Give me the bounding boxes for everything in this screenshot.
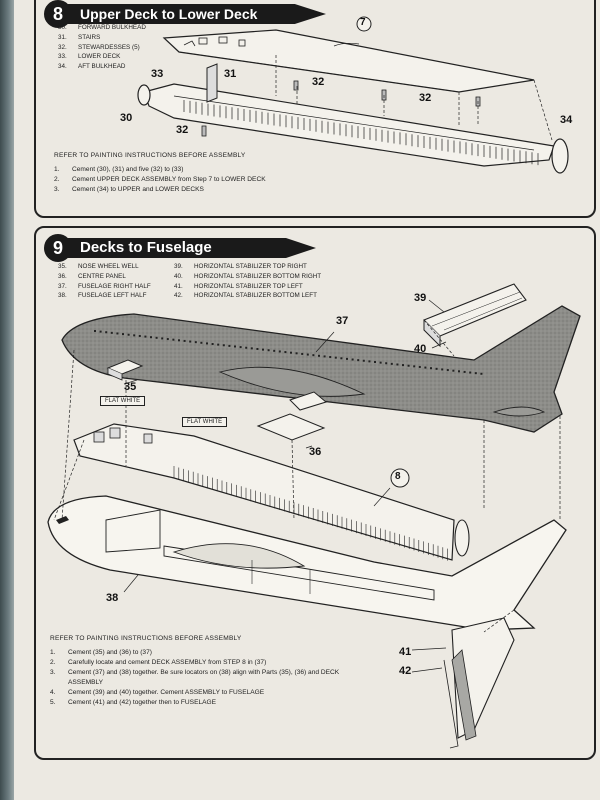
step-9-parts-list-right: 39.HORIZONTAL STABILIZER TOP RIGHT 40.HO… bbox=[174, 262, 321, 301]
part-row: 35.NOSE WHEEL WELL bbox=[58, 263, 139, 270]
step-9-illustration bbox=[47, 283, 581, 749]
step-9-frame bbox=[34, 226, 596, 760]
instruction-item: 2.Cement UPPER DECK ASSEMBLY from Step 7… bbox=[54, 176, 266, 183]
callout-32: 32 bbox=[312, 76, 325, 88]
part-row: 40.HORIZONTAL STABILIZER BOTTOM RIGHT bbox=[174, 272, 322, 280]
instruction-sheet: 8 Upper Deck to Lower Deck 30.FORWARD BU… bbox=[14, 0, 600, 800]
part-row: 37.FUSELAGE RIGHT HALF bbox=[58, 282, 151, 290]
part-row: 32.STEWARDESSES (5) bbox=[58, 43, 140, 51]
instruction-item: 3.Cement (37) and (38) together. Be sure… bbox=[50, 669, 340, 686]
callout-32: 32 bbox=[176, 124, 189, 136]
step-8-parts-list: 30.FORWARD BULKHEAD 31.STAIRS 32.STEWARD… bbox=[58, 23, 146, 72]
instruction-item: 1.Cement (35) and (36) to (37) bbox=[50, 649, 152, 656]
step-9-title: Decks to Fuselage Assembly bbox=[66, 238, 316, 258]
callout-31: 31 bbox=[224, 68, 237, 80]
step-9-number: 9 bbox=[44, 234, 72, 262]
callout-30: 30 bbox=[120, 112, 133, 124]
step-9-header: 9 Decks to Fuselage Assembly bbox=[44, 234, 316, 262]
step-8-number: 8 bbox=[44, 0, 72, 28]
callout-33: 33 bbox=[151, 68, 164, 80]
part-row: 42.HORIZONTAL STABILIZER BOTTOM LEFT bbox=[174, 292, 317, 300]
step-8-title: Upper Deck to Lower Deck bbox=[66, 4, 326, 24]
sheet-edge bbox=[0, 0, 14, 800]
paint-tag-flat-white: FLAT WHITE bbox=[100, 396, 146, 406]
step-8-instructions: REFER TO PAINTING INSTRUCTIONS BEFORE AS… bbox=[54, 152, 372, 195]
instructions-header: REFER TO PAINTING INSTRUCTIONS BEFORE AS… bbox=[54, 152, 246, 159]
callout-42: 42 bbox=[399, 665, 412, 677]
instruction-item: 4.Cement (39) and (40) together. Cement … bbox=[50, 689, 265, 696]
part-row: 31.STAIRS bbox=[58, 33, 101, 41]
step-8-illustration bbox=[137, 16, 569, 174]
instruction-item: 5.Cement (41) and (42) together then to … bbox=[50, 699, 217, 706]
callout-40: 40 bbox=[414, 343, 427, 355]
instruction-item: 2.Carefully locate and cement DECK ASSEM… bbox=[50, 659, 267, 666]
step-9-parts-list-left: 35.NOSE WHEEL WELL 36.CENTRE PANEL 37.FU… bbox=[58, 262, 151, 301]
part-row: 39.HORIZONTAL STABILIZER TOP RIGHT bbox=[174, 263, 307, 270]
part-row: 41.HORIZONTAL STABILIZER TOP LEFT bbox=[174, 282, 303, 290]
callout-35: 35 bbox=[124, 381, 137, 393]
callout-37: 37 bbox=[336, 315, 349, 327]
part-row: 30.FORWARD BULKHEAD bbox=[58, 24, 146, 31]
callout-36: 36 bbox=[309, 446, 322, 458]
part-row: 36.CENTRE PANEL bbox=[58, 272, 126, 280]
callout-38: 38 bbox=[106, 592, 119, 604]
callout-32: 32 bbox=[419, 92, 432, 104]
part-row: 38.FUSELAGE LEFT HALF bbox=[58, 292, 147, 300]
part-row: 34.AFT BULKHEAD bbox=[58, 63, 126, 71]
paint-tag-flat-white: FLAT WHITE bbox=[182, 417, 228, 427]
instruction-item: 1.Cement (30), (31) and five (32) to (33… bbox=[54, 166, 184, 173]
step-9-instructions: REFER TO PAINTING INSTRUCTIONS BEFORE AS… bbox=[50, 635, 368, 708]
step-8-header: 8 Upper Deck to Lower Deck bbox=[44, 0, 326, 28]
instruction-item: 3.Cement (34) to UPPER and LOWER DECKS bbox=[54, 186, 204, 193]
callout-39: 39 bbox=[414, 292, 427, 304]
instructions-header: REFER TO PAINTING INSTRUCTIONS BEFORE AS… bbox=[50, 635, 242, 642]
part-row: 33.LOWER DECK bbox=[58, 53, 121, 61]
step-8-frame bbox=[34, 0, 596, 218]
callout-41: 41 bbox=[399, 646, 412, 658]
callout-34: 34 bbox=[560, 114, 573, 126]
callout-8: 8 bbox=[395, 471, 401, 482]
callout-7: 7 bbox=[360, 17, 366, 28]
